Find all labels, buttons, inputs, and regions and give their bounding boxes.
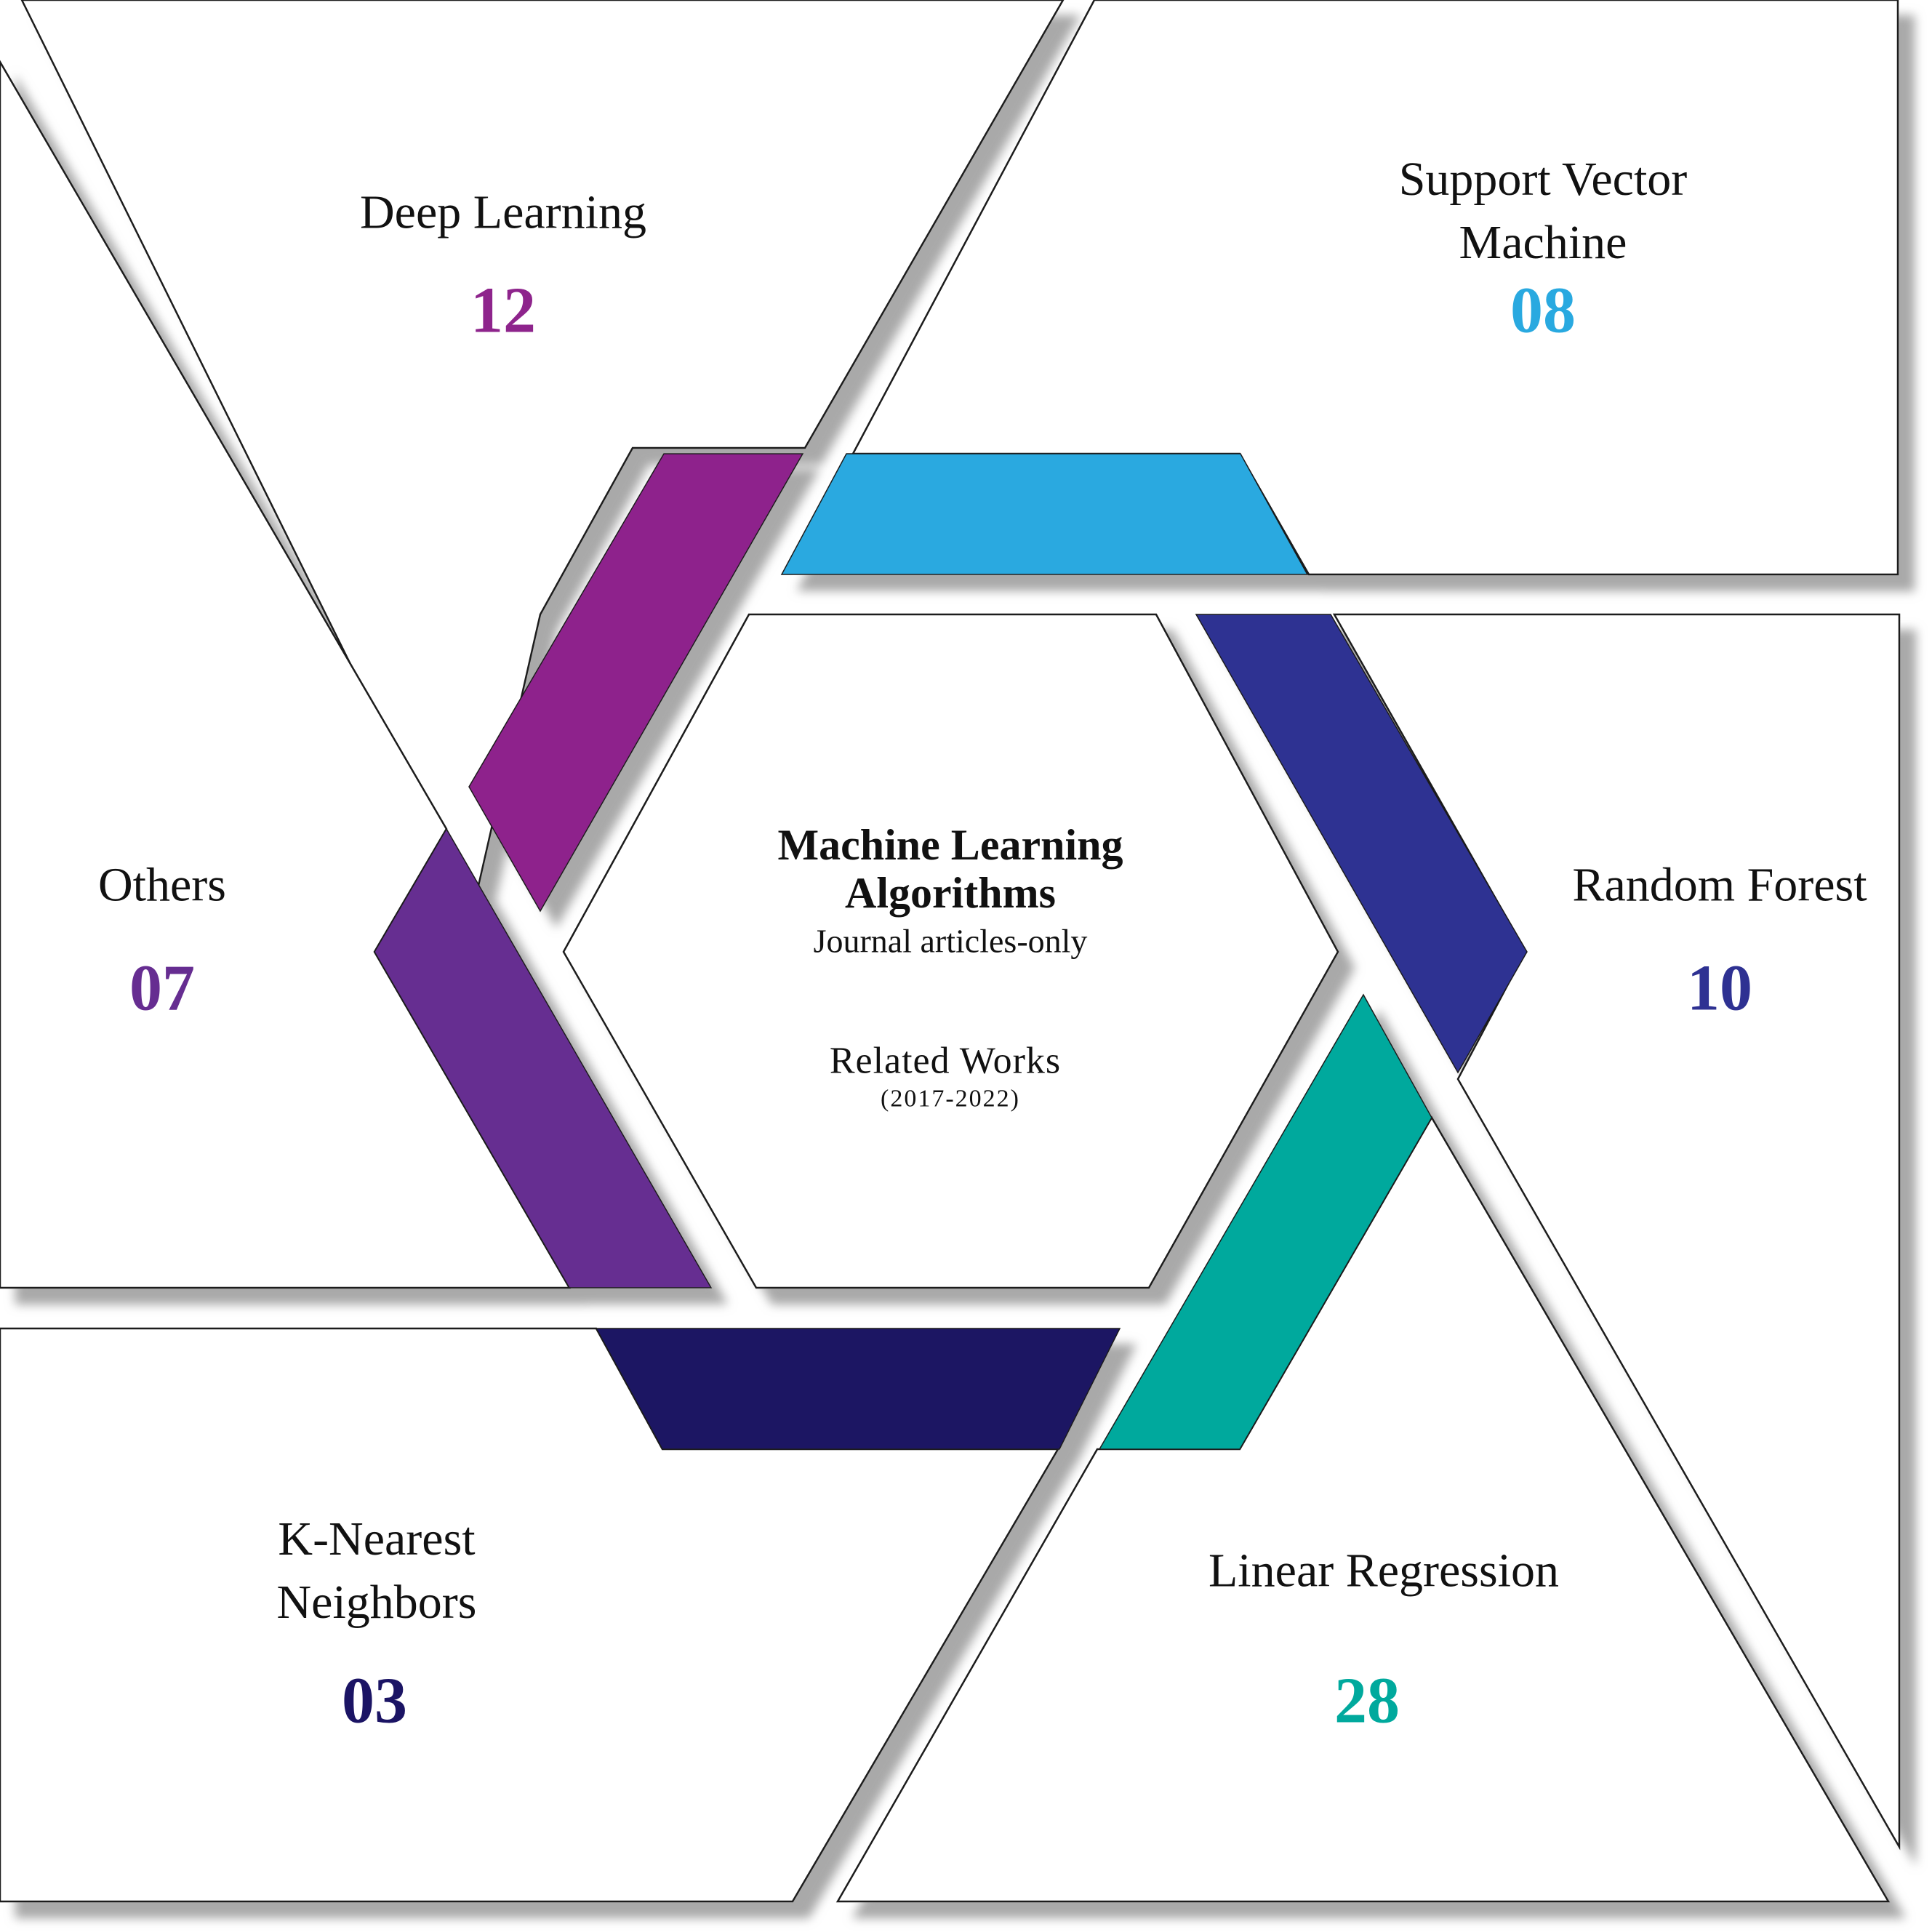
center-related-works: Related Works (829, 1040, 1062, 1082)
value-knn: 03 (342, 1664, 407, 1737)
label-knn: K-Nearest Neighbors (276, 1512, 477, 1629)
value-random-forest: 10 (1687, 952, 1752, 1025)
value-linear-regression: 28 (1334, 1664, 1400, 1737)
center-subtitle: Journal articles-only (813, 922, 1088, 960)
segment-svm (780, 453, 1309, 575)
label-linear-regression: Linear Regression (1208, 1544, 1560, 1598)
center-years: (2017-2022) (881, 1085, 1020, 1113)
value-svm: 08 (1510, 274, 1576, 347)
segment-linear-regression (1098, 993, 1432, 1450)
label-svm: Support Vector Machine (1398, 152, 1688, 269)
segment-others (374, 827, 713, 1288)
label-others: Others (98, 858, 226, 912)
value-deep-learning: 12 (470, 274, 536, 347)
segment-deep-learning (468, 453, 804, 913)
label-random-forest: Random Forest (1572, 858, 1867, 912)
central-hexagon (562, 613, 1339, 1289)
segment-random-forest (1195, 614, 1528, 1074)
value-others: 07 (129, 952, 195, 1025)
segment-knn (595, 1328, 1121, 1450)
label-deep-learning: Deep Learning (360, 185, 646, 239)
center-title: Machine Learning Algorithms (777, 821, 1123, 917)
